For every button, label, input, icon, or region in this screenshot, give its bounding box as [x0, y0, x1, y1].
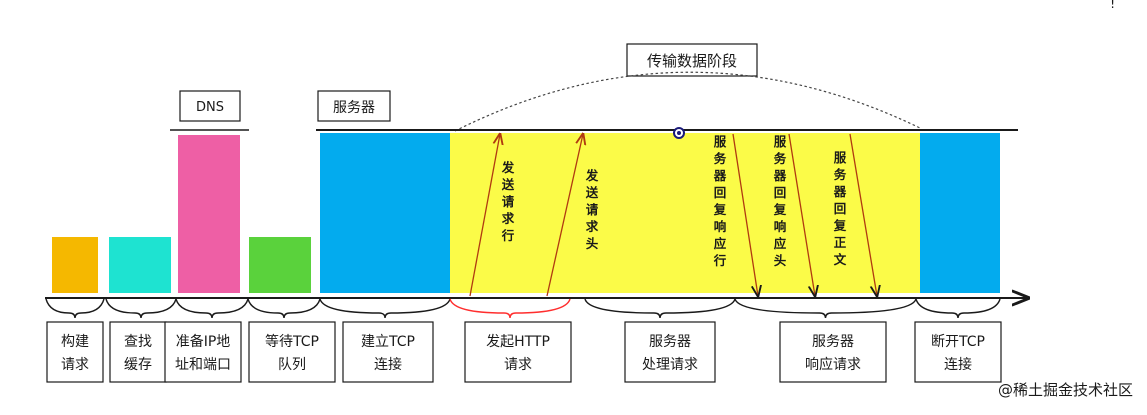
stage-label-line1: 等待TCP — [265, 333, 319, 350]
arrow-label-char: 响 — [774, 219, 787, 234]
block-dns-resolve — [178, 135, 240, 293]
arrow-label-char: 头 — [586, 236, 599, 251]
arrow-label-char: 求 — [586, 219, 599, 234]
stage-label-line2: 缓存 — [124, 357, 152, 373]
arrow-label-char: 行 — [713, 253, 727, 268]
arrow-label-char: 头 — [774, 253, 787, 268]
arrow-label-char: 发 — [501, 160, 515, 175]
arrow-label-char: 回 — [774, 185, 787, 200]
phase-dotted-arc — [454, 71, 921, 132]
phase-label: 传输数据阶段 — [647, 52, 737, 70]
arrow-label-char: 复 — [713, 202, 727, 217]
block-tcp-close — [920, 133, 1000, 293]
arrow-label-char: 回 — [714, 185, 727, 200]
stage-brace-3 — [175, 298, 249, 319]
stage-label-line1: 构建 — [61, 334, 89, 350]
stage-label-line2: 队列 — [278, 357, 306, 373]
stage-label-line1: 服务器 — [812, 334, 854, 350]
stage-label-line2: 请求 — [504, 357, 532, 373]
stage-box-5: 建立TCP 连接 — [342, 321, 434, 383]
arrow-label-char: 务 — [714, 151, 727, 166]
arrow-label-char: 文 — [834, 252, 847, 267]
arrow-label-char: 服 — [834, 150, 847, 165]
stage-label-line2: 址和端口 — [175, 357, 231, 373]
arrow-label-char: 器 — [833, 184, 847, 199]
stage-brace-4 — [247, 298, 321, 319]
arrow-label-char: 服 — [714, 134, 727, 149]
arrow-label-char: 请 — [586, 202, 599, 217]
arrow-label-char: 正 — [834, 235, 847, 250]
dns-label: DNS — [196, 100, 224, 115]
arrow-label-char: 复 — [833, 218, 847, 233]
phase-label-box — [626, 43, 758, 77]
dns-label-box — [179, 90, 241, 122]
arrow-label-char: 应 — [714, 236, 727, 251]
stage-box-4: 等待TCP 队列 — [248, 321, 336, 383]
arrow-label-char: 行 — [501, 228, 515, 243]
stage-brace-8 — [734, 298, 917, 319]
stage-label-line2: 响应请求 — [805, 356, 861, 373]
stage-brace-9 — [915, 298, 1001, 319]
stage-label-line1: 准备IP地 — [176, 333, 231, 350]
arrow-label-char: 送 — [585, 185, 599, 200]
block-tcp-connect — [320, 133, 450, 293]
arrow-label-char: 器 — [773, 168, 787, 183]
arrow-label-char: 务 — [834, 167, 847, 182]
stage-brace-1 — [45, 298, 105, 319]
arrow-label-char: 送 — [501, 177, 515, 192]
stage-box-6: 发起HTTP 请求 — [464, 321, 572, 383]
block-tcp-queue — [249, 237, 311, 293]
block-lookup-cache — [109, 237, 171, 293]
arrow-label-char: 发 — [585, 168, 599, 183]
arrow-5 — [849, 133, 877, 296]
stage-brace-2 — [105, 298, 177, 319]
stage-label-line2: 连接 — [374, 356, 402, 373]
arrow-label-char: 务 — [774, 151, 787, 166]
stage-label-line1: 查找 — [124, 334, 152, 350]
arrow-label-char: 回 — [834, 201, 847, 216]
arrow-3 — [732, 133, 758, 296]
watermark: @稀土掘金技术社区 — [998, 381, 1133, 399]
stage-label-line2: 连接 — [944, 356, 972, 373]
block-data-transfer — [450, 133, 920, 293]
stage-label-line1: 发起HTTP — [486, 334, 550, 350]
arrow-label-char: 响 — [714, 219, 727, 234]
arrow-label-char: 求 — [502, 211, 515, 226]
arrow-label-char: 请 — [502, 194, 515, 209]
stage-box-9: 断开TCP 连接 — [914, 321, 1002, 383]
arrow-2 — [546, 134, 583, 297]
stage-label-line1: 建立TCP — [361, 334, 415, 350]
arrow-1 — [469, 134, 500, 297]
stage-label-line2: 处理请求 — [642, 357, 698, 373]
stage-label-line1: 服务器 — [649, 334, 691, 350]
stage-brace-7 — [584, 298, 736, 319]
arrow-label-char: 器 — [713, 168, 727, 183]
stage-brace-5 — [319, 298, 451, 319]
arrow-label-char: 服 — [774, 134, 787, 149]
arrow-4 — [788, 133, 815, 296]
stage-label-line1: 断开TCP — [931, 334, 985, 350]
arrow-label-char: 复 — [773, 202, 787, 217]
server-label: 服务器 — [333, 100, 375, 116]
arrow-label-char: 应 — [774, 236, 787, 251]
block-build-request — [52, 237, 98, 293]
cursor-icon — [673, 127, 685, 139]
server-label-box — [317, 90, 391, 122]
corner-mark: ! — [1110, 0, 1115, 12]
stage-brace-6 — [449, 298, 571, 319]
stage-label-line2: 请求 — [61, 357, 89, 373]
